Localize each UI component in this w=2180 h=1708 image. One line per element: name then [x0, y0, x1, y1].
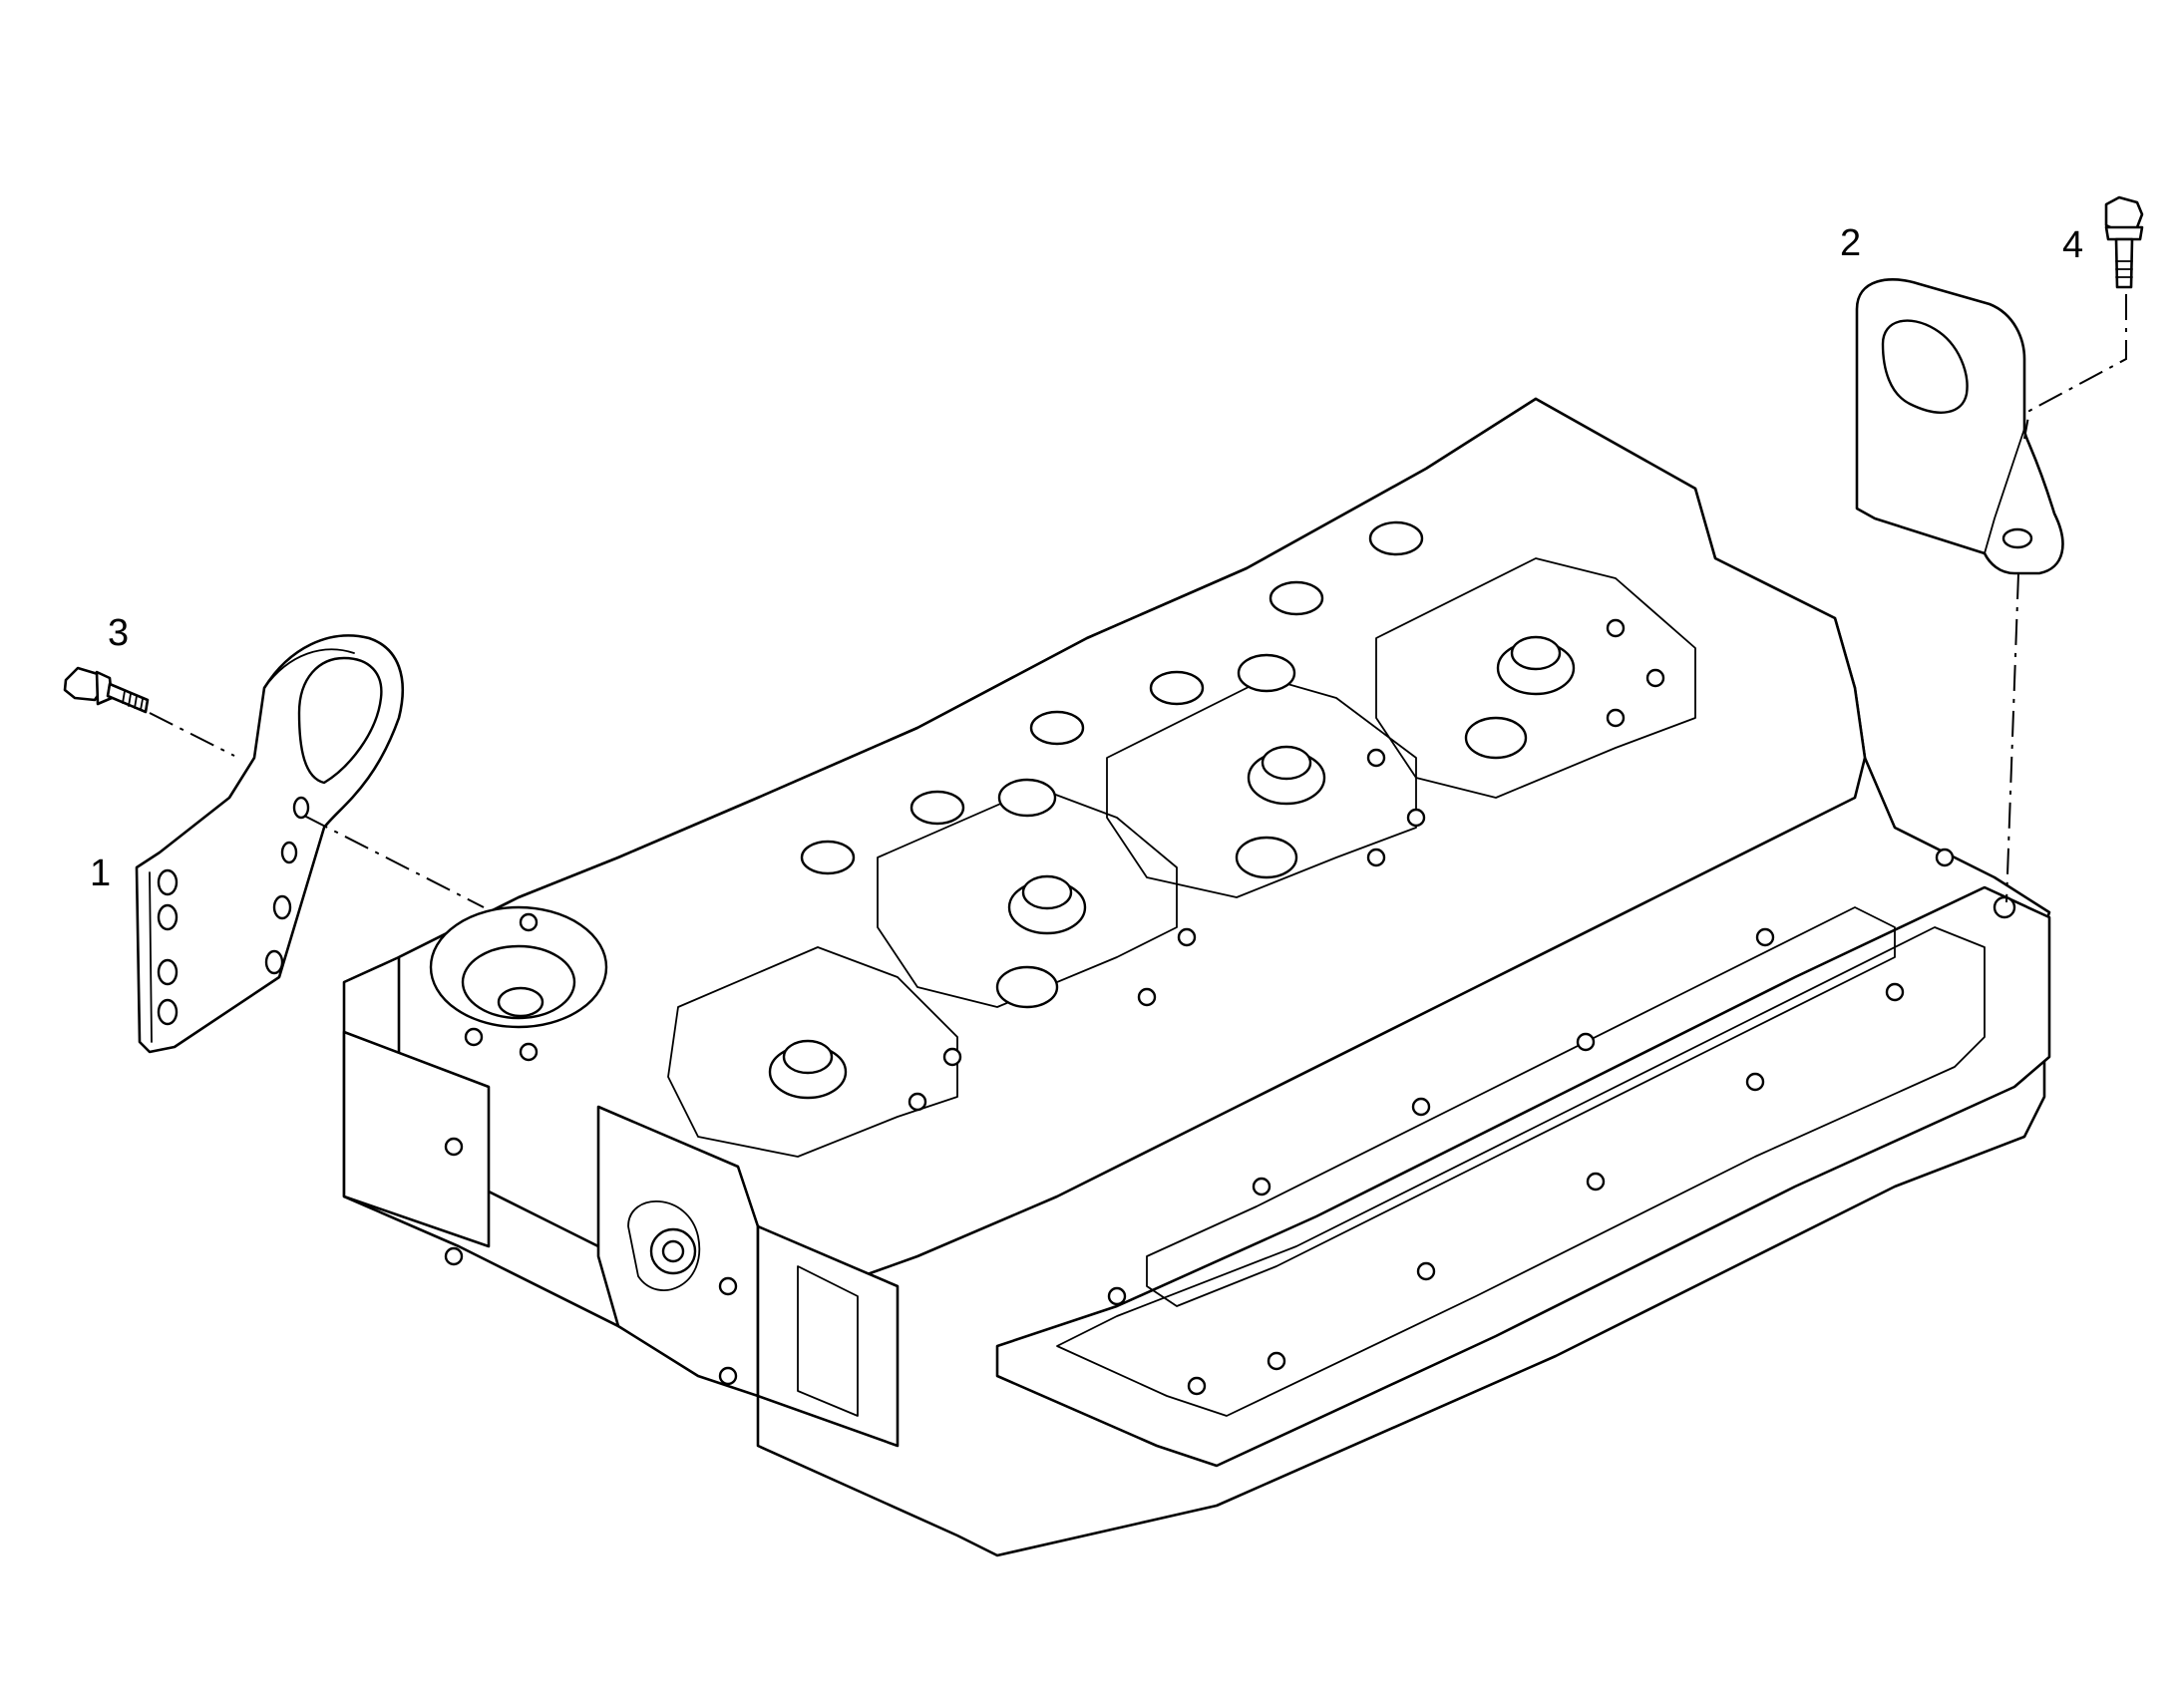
bracket-front-hole [280, 841, 298, 864]
rail-boss [800, 840, 856, 875]
callout-2: 2 [1840, 222, 1861, 264]
secondary-boss [997, 778, 1057, 818]
callout-1: 1 [90, 853, 111, 894]
secondary-boss [995, 965, 1059, 1009]
front-face-boss [627, 1200, 701, 1291]
bracket-rear-fold [1984, 428, 2025, 554]
bracket-front-hole [264, 949, 284, 975]
rocker-chamber-2 [877, 787, 1178, 1008]
bolt-hole [908, 1092, 927, 1112]
secondary-boss [1235, 836, 1298, 879]
bolt-hole [519, 912, 539, 932]
bolt-4-shank [2114, 237, 2134, 289]
rail-boss [1269, 580, 1324, 616]
rail-boss [1149, 670, 1205, 706]
valve-boss-inner [782, 1039, 834, 1075]
leader-lines [149, 294, 2127, 908]
callout-4: 4 [2062, 224, 2083, 266]
bolt-hole [464, 1027, 484, 1047]
bracket-front-eye [297, 656, 383, 785]
bolt-hole [519, 1042, 539, 1062]
bolt-hole [444, 1246, 464, 1266]
flange-bolt-front [63, 666, 150, 714]
leader-bolt-4 [2023, 294, 2127, 440]
rail-boss [1029, 710, 1085, 746]
gasket-flange-window [1146, 906, 1896, 1307]
bracket-front-hole [157, 868, 179, 896]
flange-bolt-rear [2104, 195, 2144, 289]
secondary-boss [1464, 716, 1528, 760]
bracket-rear-eye [1881, 319, 1969, 414]
bracket-rear-hole [2001, 527, 2033, 549]
bolt-hole [718, 1366, 738, 1386]
bracket-front-hole [157, 903, 179, 931]
rail-boss [909, 790, 965, 826]
bolt-hole [1366, 748, 1386, 768]
leader-bracket-2 [2005, 572, 2019, 903]
bolt-hole [942, 1047, 962, 1067]
flange-bolt-hole-rear [1993, 895, 2016, 919]
bracket-front-hole [157, 958, 179, 986]
gasket-flange-plate [995, 885, 2051, 1468]
bolt-4-thread [2115, 260, 2133, 278]
flange-bolt-hole [1187, 1376, 1207, 1396]
bolt-4-flange [2104, 225, 2144, 241]
bolt-hole [1406, 808, 1426, 828]
rocker-chamber-3 [1106, 677, 1417, 898]
flange-bolt-hole [1252, 1177, 1272, 1196]
rocker-chamber-1 [667, 946, 958, 1158]
flange-bolt-hole [1586, 1172, 1606, 1192]
bolt-3-thread [122, 690, 144, 711]
bracket-rear-plate [1855, 278, 2064, 575]
secondary-boss [1237, 653, 1296, 693]
valve-boss-inner [1510, 635, 1562, 671]
leader-bolt-3 [149, 712, 235, 757]
bracket-front-edge [149, 648, 355, 1043]
bolt-hole [718, 1276, 738, 1296]
callout-3: 3 [108, 612, 129, 654]
lifting-bracket-rear [1855, 278, 2064, 575]
rocker-chamber-4 [1375, 557, 1696, 799]
front-port-inner [661, 1239, 685, 1263]
flange-bolt-hole [1107, 1286, 1127, 1306]
front-round-port-center [497, 986, 545, 1018]
rail-boss [1368, 520, 1424, 556]
bracket-front-hole [292, 796, 310, 820]
bracket-front-hole [272, 894, 292, 920]
bolt-hole [1645, 668, 1665, 688]
bolt-hole [1606, 708, 1626, 728]
leader-bracket-1 [303, 815, 485, 908]
cylinder-head [342, 397, 2051, 1557]
flange-bolt-hole [1411, 1097, 1431, 1117]
front-face-panel [342, 1030, 491, 1248]
valve-boss-inner [1261, 745, 1312, 781]
front-round-port-inner [461, 944, 576, 1020]
bolt-hole [1366, 848, 1386, 867]
bolt-hole [444, 1137, 464, 1157]
gasket-flange-inner [1056, 926, 1986, 1417]
flange-bolt-hole [1416, 1261, 1436, 1281]
callouts: 1 2 3 4 [90, 222, 2083, 894]
bolt-hole [1177, 927, 1197, 947]
flange-bolt-hole [1935, 848, 1955, 867]
lifting-bracket-front [135, 634, 405, 1054]
valve-boss-inner [1021, 874, 1073, 910]
rear-end-recess [797, 1265, 859, 1417]
flange-bolt-hole [1267, 1351, 1286, 1371]
flange-bolt-hole [1745, 1072, 1765, 1092]
flange-bolt-hole [1885, 982, 1905, 1002]
bolt-3-shank [106, 682, 150, 714]
bolt-hole [1606, 618, 1626, 638]
rear-end-face [756, 1224, 900, 1448]
flange-bolt-hole [1576, 1032, 1596, 1052]
bracket-front-hole [157, 998, 179, 1026]
bolt-hole [1137, 987, 1157, 1007]
flange-bolt-hole [1755, 927, 1775, 947]
